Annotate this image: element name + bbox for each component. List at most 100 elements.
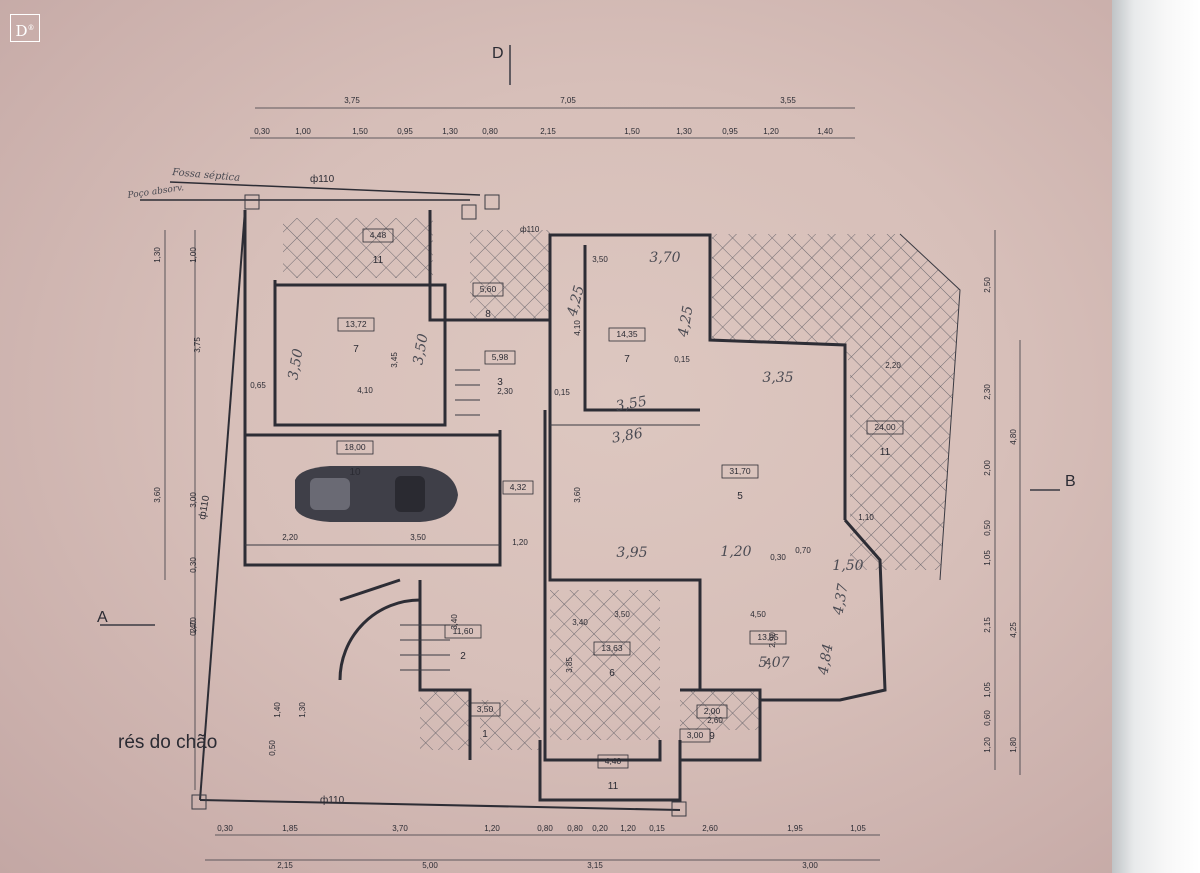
room-number: 7 (624, 354, 630, 365)
dim-top-detail: 1,20 (763, 127, 779, 136)
dim-bottom-detail: 1,95 (787, 824, 803, 833)
room-area: 13,05 (757, 632, 779, 642)
dim-left: 3,60 (153, 487, 162, 503)
dim-bottom-detail: 0,80 (567, 824, 583, 833)
dim-interior: 1,10 (858, 513, 874, 522)
dim-top-detail: 0,95 (722, 127, 738, 136)
dim-bottom-detail: 1,20 (620, 824, 636, 833)
room-number: 2 (460, 651, 466, 662)
room-area-box (608, 327, 646, 342)
dim-left: 0,50 (268, 740, 277, 756)
section-mark-d: D (492, 45, 504, 62)
room-area-box (749, 630, 787, 645)
room-area-box (336, 440, 374, 455)
room-area: 5,98 (492, 352, 509, 362)
dim-top-detail: 1,30 (442, 127, 458, 136)
handwritten-note: 3,70 (649, 250, 680, 266)
dim-interior: 2,90 (768, 632, 777, 648)
room-number: 7 (353, 344, 359, 355)
dim-bottom-total: 2,15 (277, 861, 293, 870)
dim-top-detail: 0,30 (254, 127, 270, 136)
dim-top-detail: 1,50 (352, 127, 368, 136)
room-area-box (696, 704, 728, 719)
section-markers: A B D (97, 45, 1076, 626)
dim-interior: 3,50 (410, 533, 426, 542)
dim-right: 1,05 (983, 550, 992, 566)
room-area: 18,00 (344, 442, 366, 452)
handwritten-note: 3,86 (611, 425, 645, 446)
property-line (140, 181, 687, 817)
dim-bottom-detail: 1,85 (282, 824, 298, 833)
room-number: 8 (485, 309, 491, 320)
handwritten-note: 3,55 (615, 393, 649, 414)
dim-top-total: 3,75 (344, 96, 360, 105)
dim-interior: 4,50 (750, 610, 766, 619)
room-area: 14,35 (616, 329, 638, 339)
dim-interior: 0,70 (795, 546, 811, 555)
dim-left: 0,40 (189, 620, 198, 636)
room-area-box (469, 702, 501, 717)
dim-interior: 0,15 (554, 388, 570, 397)
dim-top-detail: 1,50 (624, 127, 640, 136)
handwritten-note: 1,50 (832, 558, 863, 574)
dim-bottom-detail: 2,60 (702, 824, 718, 833)
handwritten-note: 1,20 (720, 544, 751, 560)
dim-left: 1,30 (153, 247, 162, 263)
scanner-margin (1112, 0, 1200, 873)
dim-right: 2,50 (983, 277, 992, 293)
room-number: 11 (373, 255, 384, 266)
room-area: 4,48 (370, 230, 387, 240)
room-area-box (597, 754, 629, 769)
pipe-label-left: ф110 (196, 494, 212, 520)
dim-top-detail: 0,80 (482, 127, 498, 136)
dim-interior: 3,40 (572, 618, 588, 627)
room-area-box (866, 420, 904, 435)
walls (243, 210, 961, 802)
dim-right: 1,80 (1009, 737, 1018, 753)
room-number: 9 (709, 731, 715, 742)
logo-badge[interactable]: D® (10, 14, 40, 42)
dim-left: 1,30 (298, 702, 307, 718)
pipe-label-small: ф110 (520, 225, 540, 234)
room-area-box (472, 282, 504, 297)
room-area: 13,63 (601, 643, 623, 653)
dim-right: 2,30 (983, 384, 992, 400)
dim-bottom-detail: 1,05 (850, 824, 866, 833)
handwritten-note: 3,50 (285, 347, 306, 381)
dim-top-total: 3,55 (780, 96, 796, 105)
room-area: 13,72 (345, 319, 367, 329)
room-number: 10 (349, 467, 361, 478)
dim-bottom-detail: 3,70 (392, 824, 408, 833)
well-note: Poço absorv. (126, 183, 185, 201)
handwritten-note: 5,07 (758, 655, 789, 671)
room-area-box (679, 728, 711, 743)
dim-interior: 2,20 (885, 361, 901, 370)
room-number: 11 (880, 447, 891, 458)
dim-left: 3,75 (193, 337, 202, 353)
floor-caption: rés do chão (118, 732, 217, 753)
room-area: 24,00 (874, 422, 896, 432)
dim-interior: 0,65 (250, 381, 266, 390)
room-area: 31,70 (729, 466, 751, 476)
floor-plan: A B D rés do chão Fossa séptica Poço abs… (97, 45, 1076, 870)
dim-interior: 4,10 (357, 386, 373, 395)
room-number: 3 (497, 377, 503, 388)
car-icon (295, 466, 458, 522)
handwritten-note: 4,84 (815, 643, 836, 677)
dim-left: 3,00 (189, 492, 198, 508)
dim-interior: 4,10 (573, 320, 582, 336)
dim-bottom-detail: 0,20 (592, 824, 608, 833)
dim-interior: 3,50 (592, 255, 608, 264)
room-area-box (337, 317, 375, 332)
room-number: 1 (482, 729, 488, 740)
room-area-box (721, 464, 759, 479)
room-area: 5,60 (480, 284, 497, 294)
dim-interior: 2,30 (497, 387, 513, 396)
dim-right: 0,60 (983, 710, 992, 726)
room-area: 2,00 (704, 706, 721, 716)
room-area: 3,50 (477, 704, 494, 714)
room-number: 6 (609, 668, 615, 679)
dim-right: 4,25 (1009, 622, 1018, 638)
room-number: 4 (765, 657, 771, 668)
handwritten-note: 4,25 (675, 304, 696, 339)
